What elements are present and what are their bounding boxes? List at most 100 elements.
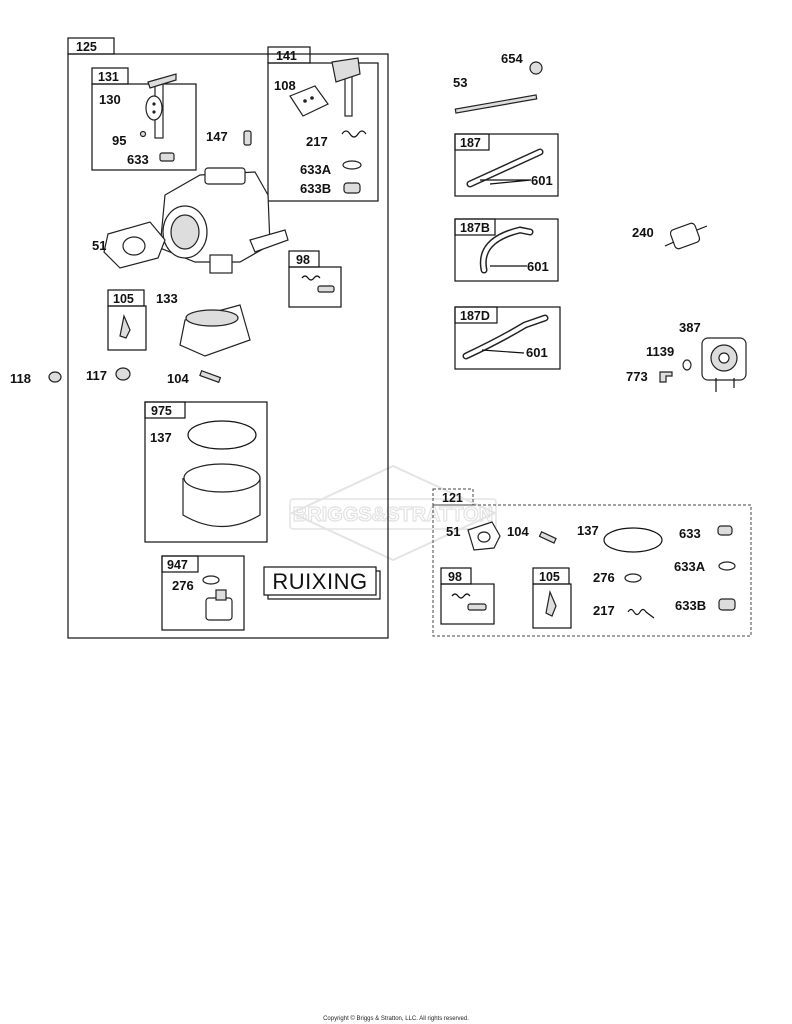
label-137-kit: 137	[577, 523, 599, 538]
label-130: 130	[99, 92, 121, 107]
kit-141-frame	[267, 62, 379, 202]
kit-975-frame	[144, 401, 268, 543]
kit-947-tag-box	[161, 555, 199, 573]
float-133-icon	[179, 304, 251, 357]
kit-98-left-tag-box	[288, 250, 320, 268]
needle-valve-icon	[119, 313, 131, 339]
washer-633A-kit-icon	[718, 561, 736, 571]
label-51: 51	[92, 238, 106, 253]
seal-633B-kit-icon	[718, 598, 736, 611]
o-ring-137-kit-icon	[603, 527, 663, 553]
screw-95-icon	[139, 130, 147, 138]
kit-121-tag: 121	[442, 491, 463, 505]
kit-121-frame	[432, 504, 752, 637]
label-601-c: 601	[526, 345, 548, 360]
kit-187B-tag: 187B	[460, 221, 490, 235]
kit-187D-frame	[454, 306, 561, 370]
brand-sticker: RUIXING	[263, 566, 381, 600]
nut-117-icon	[115, 367, 131, 381]
label-240: 240	[632, 225, 654, 240]
kit-975-tag: 975	[151, 404, 172, 418]
kit-141-group: 141 108 217 633A 633B	[267, 46, 379, 202]
watermark-text: BRIGGS&STRATTON	[293, 504, 493, 526]
label-633A-kit: 633A	[674, 559, 706, 574]
label-117: 117	[86, 368, 107, 383]
spring-217-icon	[341, 130, 367, 138]
kit-105-right-tag: 105	[539, 570, 560, 584]
kit-187-frame	[454, 133, 559, 197]
kit-98-right-tag-box	[440, 567, 472, 585]
label-95: 95	[112, 133, 126, 148]
carburetor-body-icon	[159, 167, 289, 274]
kit-105-left-tag-box	[107, 289, 145, 307]
pin-104-icon	[199, 369, 222, 384]
rod-53-icon	[454, 94, 538, 114]
kit-187B-frame	[454, 218, 559, 282]
screw-773-icon	[659, 371, 673, 383]
kit-131-group: 131 130 95 633	[91, 67, 197, 171]
gasket-51-icon	[103, 221, 166, 269]
label-51-kit: 51	[446, 524, 460, 539]
fuel-filter-240-icon	[664, 222, 708, 250]
label-53: 53	[453, 75, 467, 90]
kit-105-right-tag-box	[532, 567, 570, 585]
kit-131-tag: 131	[98, 70, 119, 84]
label-276: 276	[172, 578, 194, 593]
kit-187-group: 187 601	[454, 133, 559, 197]
label-601-b: 601	[527, 259, 549, 274]
kit-125-tag: 125	[76, 40, 97, 54]
kit-125-group: 125	[67, 37, 389, 639]
idle-spring-icon	[301, 275, 321, 281]
kit-187-tag-box	[454, 133, 490, 151]
kit-187D-tag: 187D	[460, 309, 490, 323]
kit-947-tag: 947	[167, 558, 188, 572]
label-773: 773	[626, 369, 648, 384]
label-104: 104	[167, 371, 189, 386]
kit-121-group: 121 51 104 137 633 633A 633B 276 217 98 …	[432, 488, 752, 637]
kit-187-tag: 187	[460, 136, 481, 150]
kit-98-left-tag: 98	[296, 253, 310, 267]
label-633A: 633A	[300, 162, 332, 177]
kit-131-tag-box	[91, 67, 129, 85]
label-387: 387	[679, 320, 701, 335]
kit-121-tag-box	[432, 488, 474, 506]
gasket-1139-icon	[682, 359, 692, 371]
kit-947-frame	[161, 555, 245, 631]
kit-131-frame	[91, 83, 197, 171]
idle-spring-kit-icon	[451, 593, 471, 599]
choke-plate-108-icon	[289, 85, 329, 117]
copyright-text: Copyright © Briggs & Stratton, LLC. All …	[323, 1015, 469, 1022]
kit-105-left-group: 105	[107, 289, 147, 351]
kit-187B-tag-box	[454, 218, 496, 236]
label-276-kit: 276	[593, 570, 615, 585]
spring-217-kit-icon	[627, 608, 655, 619]
pin-104-kit-icon	[538, 531, 557, 544]
seal-633B-icon	[343, 182, 361, 194]
kit-187D-group: 187D 601	[454, 306, 561, 370]
label-137: 137	[150, 430, 172, 445]
nut-654-icon	[529, 61, 543, 75]
label-654: 654	[501, 51, 523, 66]
nut-118-icon	[48, 371, 62, 383]
watermark-logo: BRIGGS&STRATTON	[289, 464, 498, 562]
label-118: 118	[10, 371, 31, 386]
kit-98-right-frame	[440, 583, 495, 625]
throttle-shaft-icon	[145, 73, 177, 139]
fuel-pump-387-icon	[701, 337, 747, 392]
screw-147-icon	[243, 130, 252, 146]
label-633B-kit: 633B	[675, 598, 706, 613]
label-147: 147	[206, 129, 228, 144]
seal-633-kit-icon	[717, 525, 733, 536]
label-601-a: 601	[531, 173, 553, 188]
choke-shaft-icon	[331, 57, 361, 117]
idle-screw-kit-icon	[467, 603, 487, 611]
washer-276-icon	[202, 575, 220, 585]
label-217-kit: 217	[593, 603, 615, 618]
idle-screw-icon	[317, 285, 335, 293]
kit-187D-tag-box	[454, 306, 498, 324]
label-633B: 633B	[300, 181, 331, 196]
kit-141-tag: 141	[276, 49, 297, 63]
kit-187B-group: 187B 601	[454, 218, 559, 282]
kit-125-tag-box	[67, 37, 115, 55]
